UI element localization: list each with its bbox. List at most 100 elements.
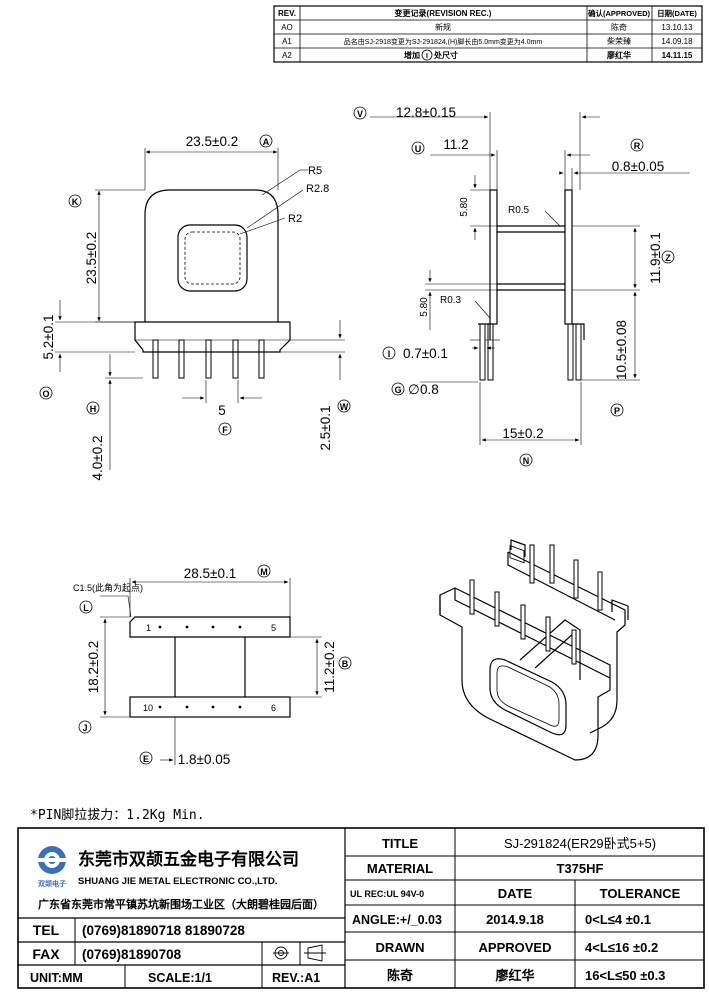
radius-mid: R2.8 — [306, 183, 329, 195]
tel-value: (0769)81890718 81890728 — [82, 923, 245, 938]
inner-gap-value: 11.2±0.2 — [322, 641, 337, 692]
pin-span-value: 15±0.2 — [502, 426, 543, 441]
rev-text: REV.:A1 — [272, 971, 320, 985]
approved-by: 廖红华 — [495, 968, 534, 983]
isometric-pins — [469, 544, 603, 665]
pin-pitch-value: 5 — [218, 403, 226, 418]
pin-label-5: 5 — [271, 623, 276, 633]
inner-gap-mark: B — [342, 659, 349, 669]
radius-outer: R5 — [308, 165, 322, 177]
rail-width-value: 1.8±0.05 — [178, 752, 230, 767]
pin-diameter-value: 0.8 — [420, 382, 439, 397]
pin-span-mark: N — [523, 456, 530, 466]
rev-row-0-rev: AO — [281, 23, 293, 32]
rev-row-2-desc-pre: 增加 — [404, 50, 420, 60]
rail-width-mark: E — [143, 754, 149, 764]
pin-diameter-mark: G — [394, 385, 401, 395]
wall-top: 5.80 — [459, 197, 470, 217]
fax-label: FAX — [32, 946, 60, 962]
material-value: T375HF — [557, 861, 604, 876]
date-header: 日期(DATE) — [657, 8, 697, 18]
side-total-width-mark: V — [357, 109, 363, 119]
date-label: DATE — [498, 886, 533, 901]
approved-label: APPROVED — [479, 940, 552, 955]
rev-row-0-desc: 新规 — [435, 22, 451, 32]
tolerance-2: 4<L≤16 ±0.2 — [585, 940, 658, 955]
flange-height-value: 5.2±0.1 — [41, 315, 56, 360]
rev-header: REV. — [278, 9, 296, 18]
front-height-value: 23.5±0.2 — [84, 232, 99, 284]
front-width-value: 23.5±0.2 — [186, 134, 238, 149]
front-height-mark: K — [72, 197, 79, 207]
radius-inner: R2 — [288, 213, 302, 225]
bottom-start-mark: L — [83, 603, 89, 613]
unit-text: UNIT:MM — [30, 971, 83, 985]
winding-height-value: 11.9±0.1 — [648, 232, 663, 283]
angle-text: ANGLE:+/_0.03 — [352, 913, 442, 927]
rev-row-2-date: 14.11.15 — [662, 51, 693, 60]
material-label: MATERIAL — [367, 861, 433, 876]
scale-text: SCALE:1/1 — [148, 971, 212, 985]
corner-r2: R0.3 — [440, 295, 462, 306]
flange-thickness-mark: R — [634, 141, 641, 151]
pin-length-value: 4.0±0.2 — [90, 436, 105, 481]
rev-row-0-by: 陈奇 — [611, 22, 627, 32]
bottom-chamfer: C1.5(此角为起点) — [73, 582, 143, 593]
title-block — [17, 827, 705, 989]
tolerance-3: 16<L≤50 ±0.3 — [585, 968, 665, 983]
bottom-view — [129, 616, 291, 718]
pin-pitch-mark: F — [222, 425, 228, 435]
pin-label-6: 6 — [271, 703, 276, 713]
side-inner-width-mark: U — [415, 144, 422, 154]
approved-header: 确认(APPROVED) — [588, 8, 651, 18]
pin-diameter-prefix: ∅ — [408, 382, 420, 397]
rev-row-1-by: 柴荣臻 — [607, 36, 631, 46]
bottom-length-value: 28.5±0.1 — [184, 566, 236, 581]
company-address: 广东省东莞市常平镇苏坑新围场工业区（大朗碧桂园后面） — [38, 897, 324, 911]
side-inner-width-value: 11.2 — [443, 137, 468, 152]
side-total-width-value: 12.8±0.15 — [396, 105, 456, 120]
pin-step-value: 2.5±0.1 — [318, 406, 333, 451]
rev-row-1-date: 14.09.18 — [661, 37, 693, 46]
side-view-dimensions — [370, 112, 690, 445]
front-view-dimensions — [55, 148, 345, 470]
front-width-mark: A — [263, 137, 270, 147]
revision-table — [273, 5, 703, 63]
tel-label: TEL — [33, 922, 60, 938]
isometric-view — [439, 539, 629, 761]
drawn-by: 陈奇 — [387, 968, 413, 983]
winding-height-mark: Z — [665, 253, 671, 263]
flange-height-mark: O — [42, 389, 49, 399]
rev-row-1-rev: A1 — [282, 37, 292, 46]
side-view — [478, 189, 585, 381]
bottom-view-pins — [158, 625, 242, 709]
front-view — [134, 189, 291, 379]
rev-row-2-desc-mark: I — [426, 53, 428, 60]
company-name-en: SHUANG JIE METAL ELECTRONIC CO.,LTD. — [78, 876, 278, 887]
bottom-depth-mark: J — [82, 723, 87, 733]
rev-row-2-by: 廖红华 — [607, 50, 631, 60]
pin-label-10: 10 — [143, 703, 153, 713]
rev-row-1-desc: 品名由SJ-2918变更为SJ-291824,(H)脚长由5.0mm变更为4.0… — [344, 37, 543, 46]
drawn-label: DRAWN — [375, 940, 424, 955]
rev-row-2-rev: A2 — [282, 51, 292, 60]
tolerance-1: 0<L≤4 ±0.1 — [585, 912, 651, 927]
tolerance-label: TOLERANCE — [600, 886, 681, 901]
logo-text: 双颉电子 — [38, 879, 66, 888]
company-name-cn: 东莞市双颉五金电子有限公司 — [78, 849, 299, 869]
rev-row-2-desc-post: 处尺寸 — [433, 50, 458, 60]
pin-width-mark: I — [388, 349, 391, 359]
date-value: 2014.9.18 — [486, 912, 544, 927]
bottom-depth-value: 18.2±0.2 — [86, 641, 101, 693]
base-height-mark: P — [614, 406, 620, 416]
pin-length-mark: H — [90, 404, 97, 414]
bottom-length-mark: M — [260, 567, 268, 577]
ul-rec: UL REC:UL 94V-0 — [350, 889, 424, 899]
bottom-view-dimensions — [100, 578, 322, 765]
pin-step-mark: W — [340, 402, 349, 412]
title-label: TITLE — [382, 836, 418, 851]
pin-width-value: 0.7±0.1 — [403, 346, 448, 361]
fax-value: (0769)81890708 — [82, 947, 182, 962]
pull-force-note: *PIN脚拉拔力：1.2Kg Min. — [30, 807, 205, 823]
